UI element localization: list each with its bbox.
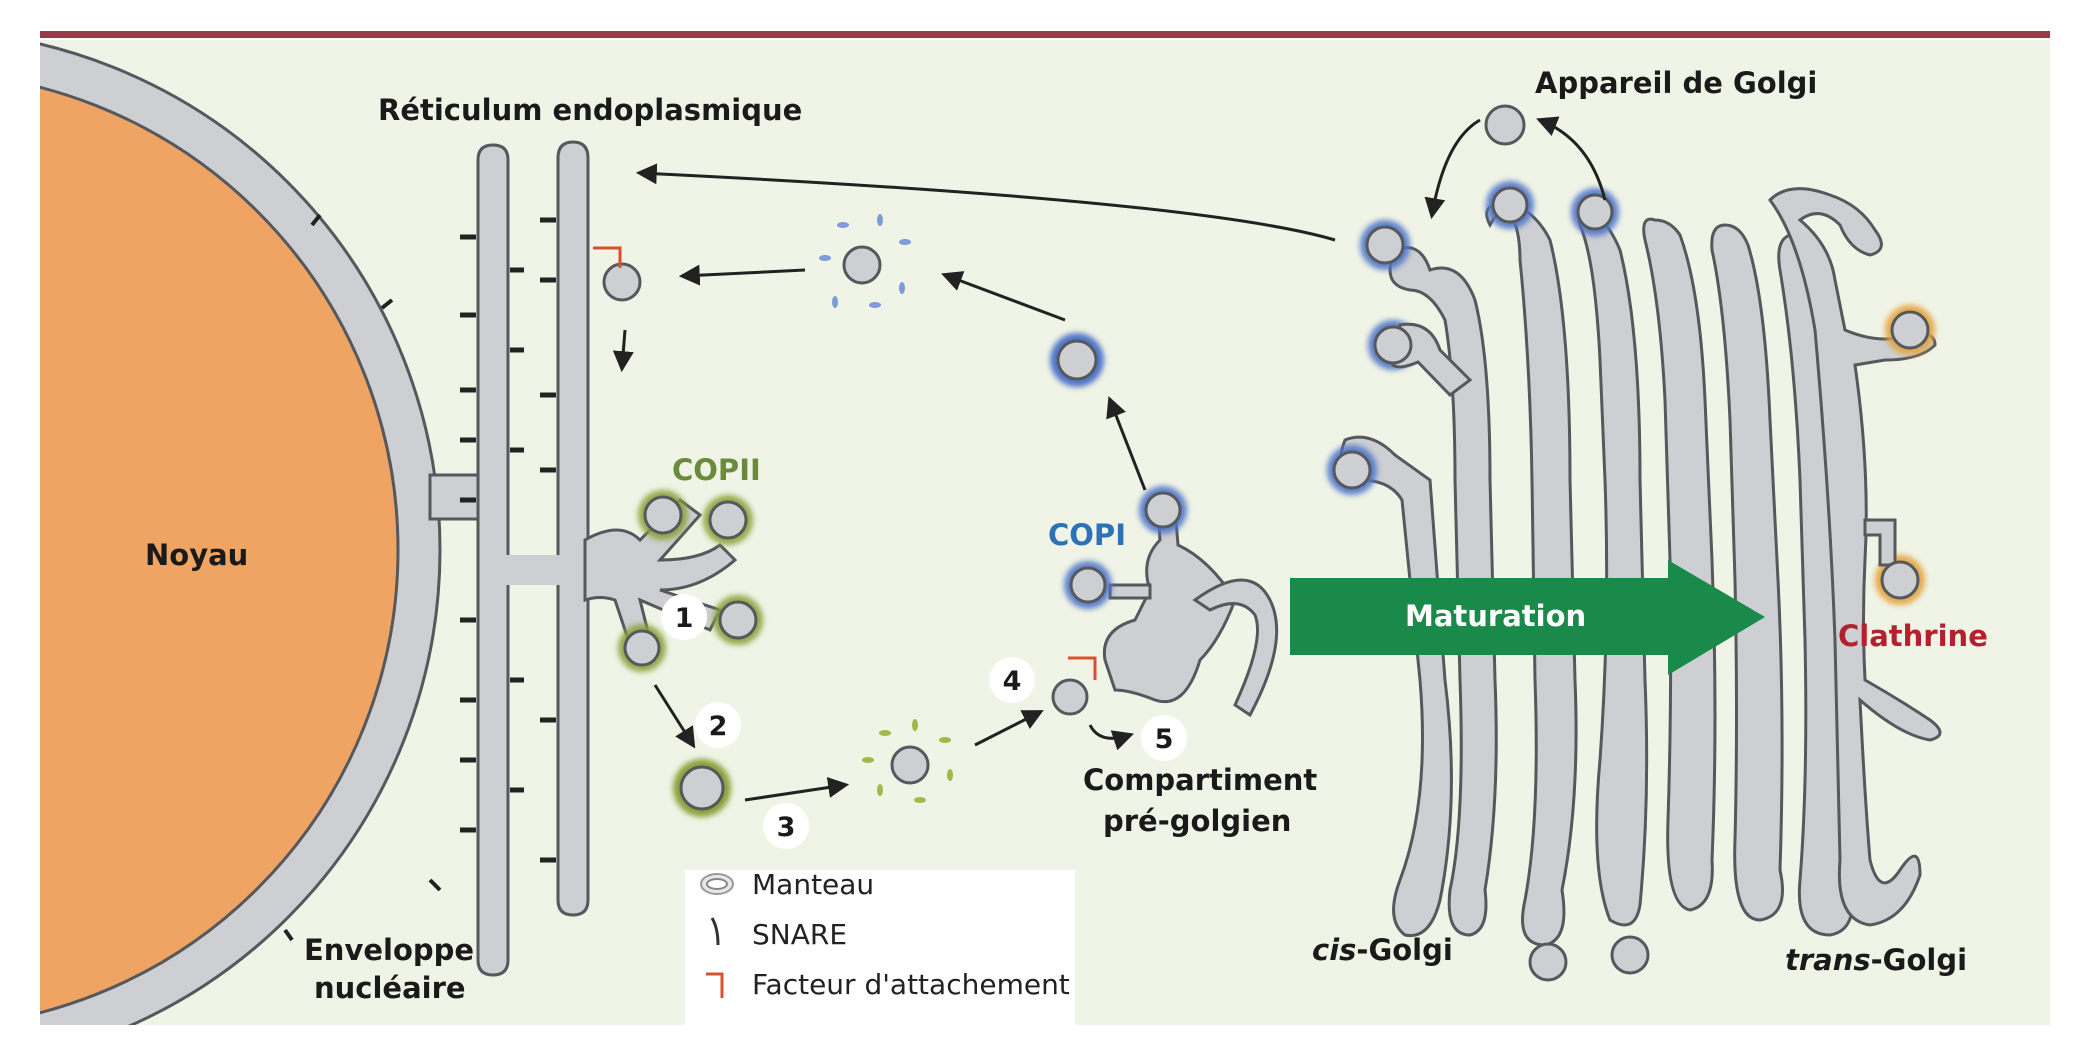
er-fusing-vesicle bbox=[602, 262, 642, 302]
uncoating-copii-vesicle bbox=[862, 719, 953, 803]
svg-text:1: 1 bbox=[675, 603, 694, 634]
copii-buds bbox=[618, 490, 763, 672]
svg-text:4: 4 bbox=[1003, 666, 1022, 697]
legend-coat-label: Manteau bbox=[752, 868, 874, 901]
snare-legend-icon bbox=[710, 917, 720, 946]
maturation-arrow bbox=[1290, 560, 1765, 675]
golgi-stack bbox=[1338, 187, 1942, 947]
maturation-label: Maturation bbox=[1405, 599, 1586, 633]
envelope-label-line2: nucléaire bbox=[314, 971, 466, 1005]
clathrin-buds bbox=[1863, 305, 1935, 605]
coat-legend-icon bbox=[700, 873, 734, 895]
step-2-badge: 2 bbox=[695, 702, 741, 748]
copi-buds-compartment bbox=[1064, 486, 1187, 609]
envelope-label-line1: Enveloppe bbox=[304, 933, 474, 967]
uncoating-copi-vesicle bbox=[819, 214, 911, 308]
nucleus bbox=[40, 85, 400, 1015]
svg-text:2: 2 bbox=[709, 711, 728, 742]
er-cisterna-1 bbox=[476, 143, 510, 977]
transport-arrows bbox=[612, 116, 1607, 802]
docking-vesicle bbox=[1051, 678, 1089, 716]
copi-vesicle bbox=[1050, 333, 1104, 387]
legend: Manteau SNARE Facteur d'attachement bbox=[685, 868, 1075, 1025]
copii-label: COPII bbox=[672, 453, 761, 487]
step-5-badge: 5 bbox=[1141, 715, 1187, 761]
envelope-ribosomes bbox=[283, 213, 442, 942]
legend-tether-label: Facteur d'attachement bbox=[752, 968, 1070, 1001]
clathrin-label: Clathrine bbox=[1838, 619, 1988, 653]
er-cisterna-2 bbox=[556, 140, 590, 917]
trans-golgi-label: trans-Golgi bbox=[1785, 943, 1967, 977]
nucleus-label: Noyau bbox=[145, 538, 248, 572]
copi-label: COPI bbox=[1048, 518, 1126, 552]
step-1-badge: 1 bbox=[661, 594, 707, 640]
svg-text:3: 3 bbox=[777, 812, 796, 843]
golgi-label: Appareil de Golgi bbox=[1535, 66, 1817, 100]
svg-text:5: 5 bbox=[1155, 724, 1174, 755]
golgi-copi-buds bbox=[1327, 181, 1619, 495]
compartment-label-line1: Compartiment bbox=[1083, 763, 1317, 797]
legend-box bbox=[685, 870, 1075, 1025]
step-4-badge: 4 bbox=[989, 657, 1035, 703]
top-rule bbox=[40, 31, 2050, 38]
copii-vesicle bbox=[673, 759, 731, 817]
tether-factors bbox=[593, 246, 1097, 680]
step-3-badge: 3 bbox=[763, 803, 809, 849]
pre-golgi-bud-arm bbox=[1108, 583, 1152, 600]
er-ribosomes bbox=[460, 217, 556, 863]
legend-snare-label: SNARE bbox=[752, 918, 847, 951]
golgi-free-vesicles bbox=[1484, 104, 1650, 982]
step-badges: 1 2 3 4 5 bbox=[661, 594, 1187, 849]
tether-legend-icon bbox=[706, 972, 724, 998]
cis-golgi-label: cis-Golgi bbox=[1312, 933, 1453, 967]
compartment-label-line2: pré-golgien bbox=[1103, 804, 1291, 838]
er-bridge bbox=[503, 555, 563, 585]
pre-golgi-tubule bbox=[1192, 578, 1279, 718]
er-label: Réticulum endoplasmique bbox=[378, 93, 802, 127]
